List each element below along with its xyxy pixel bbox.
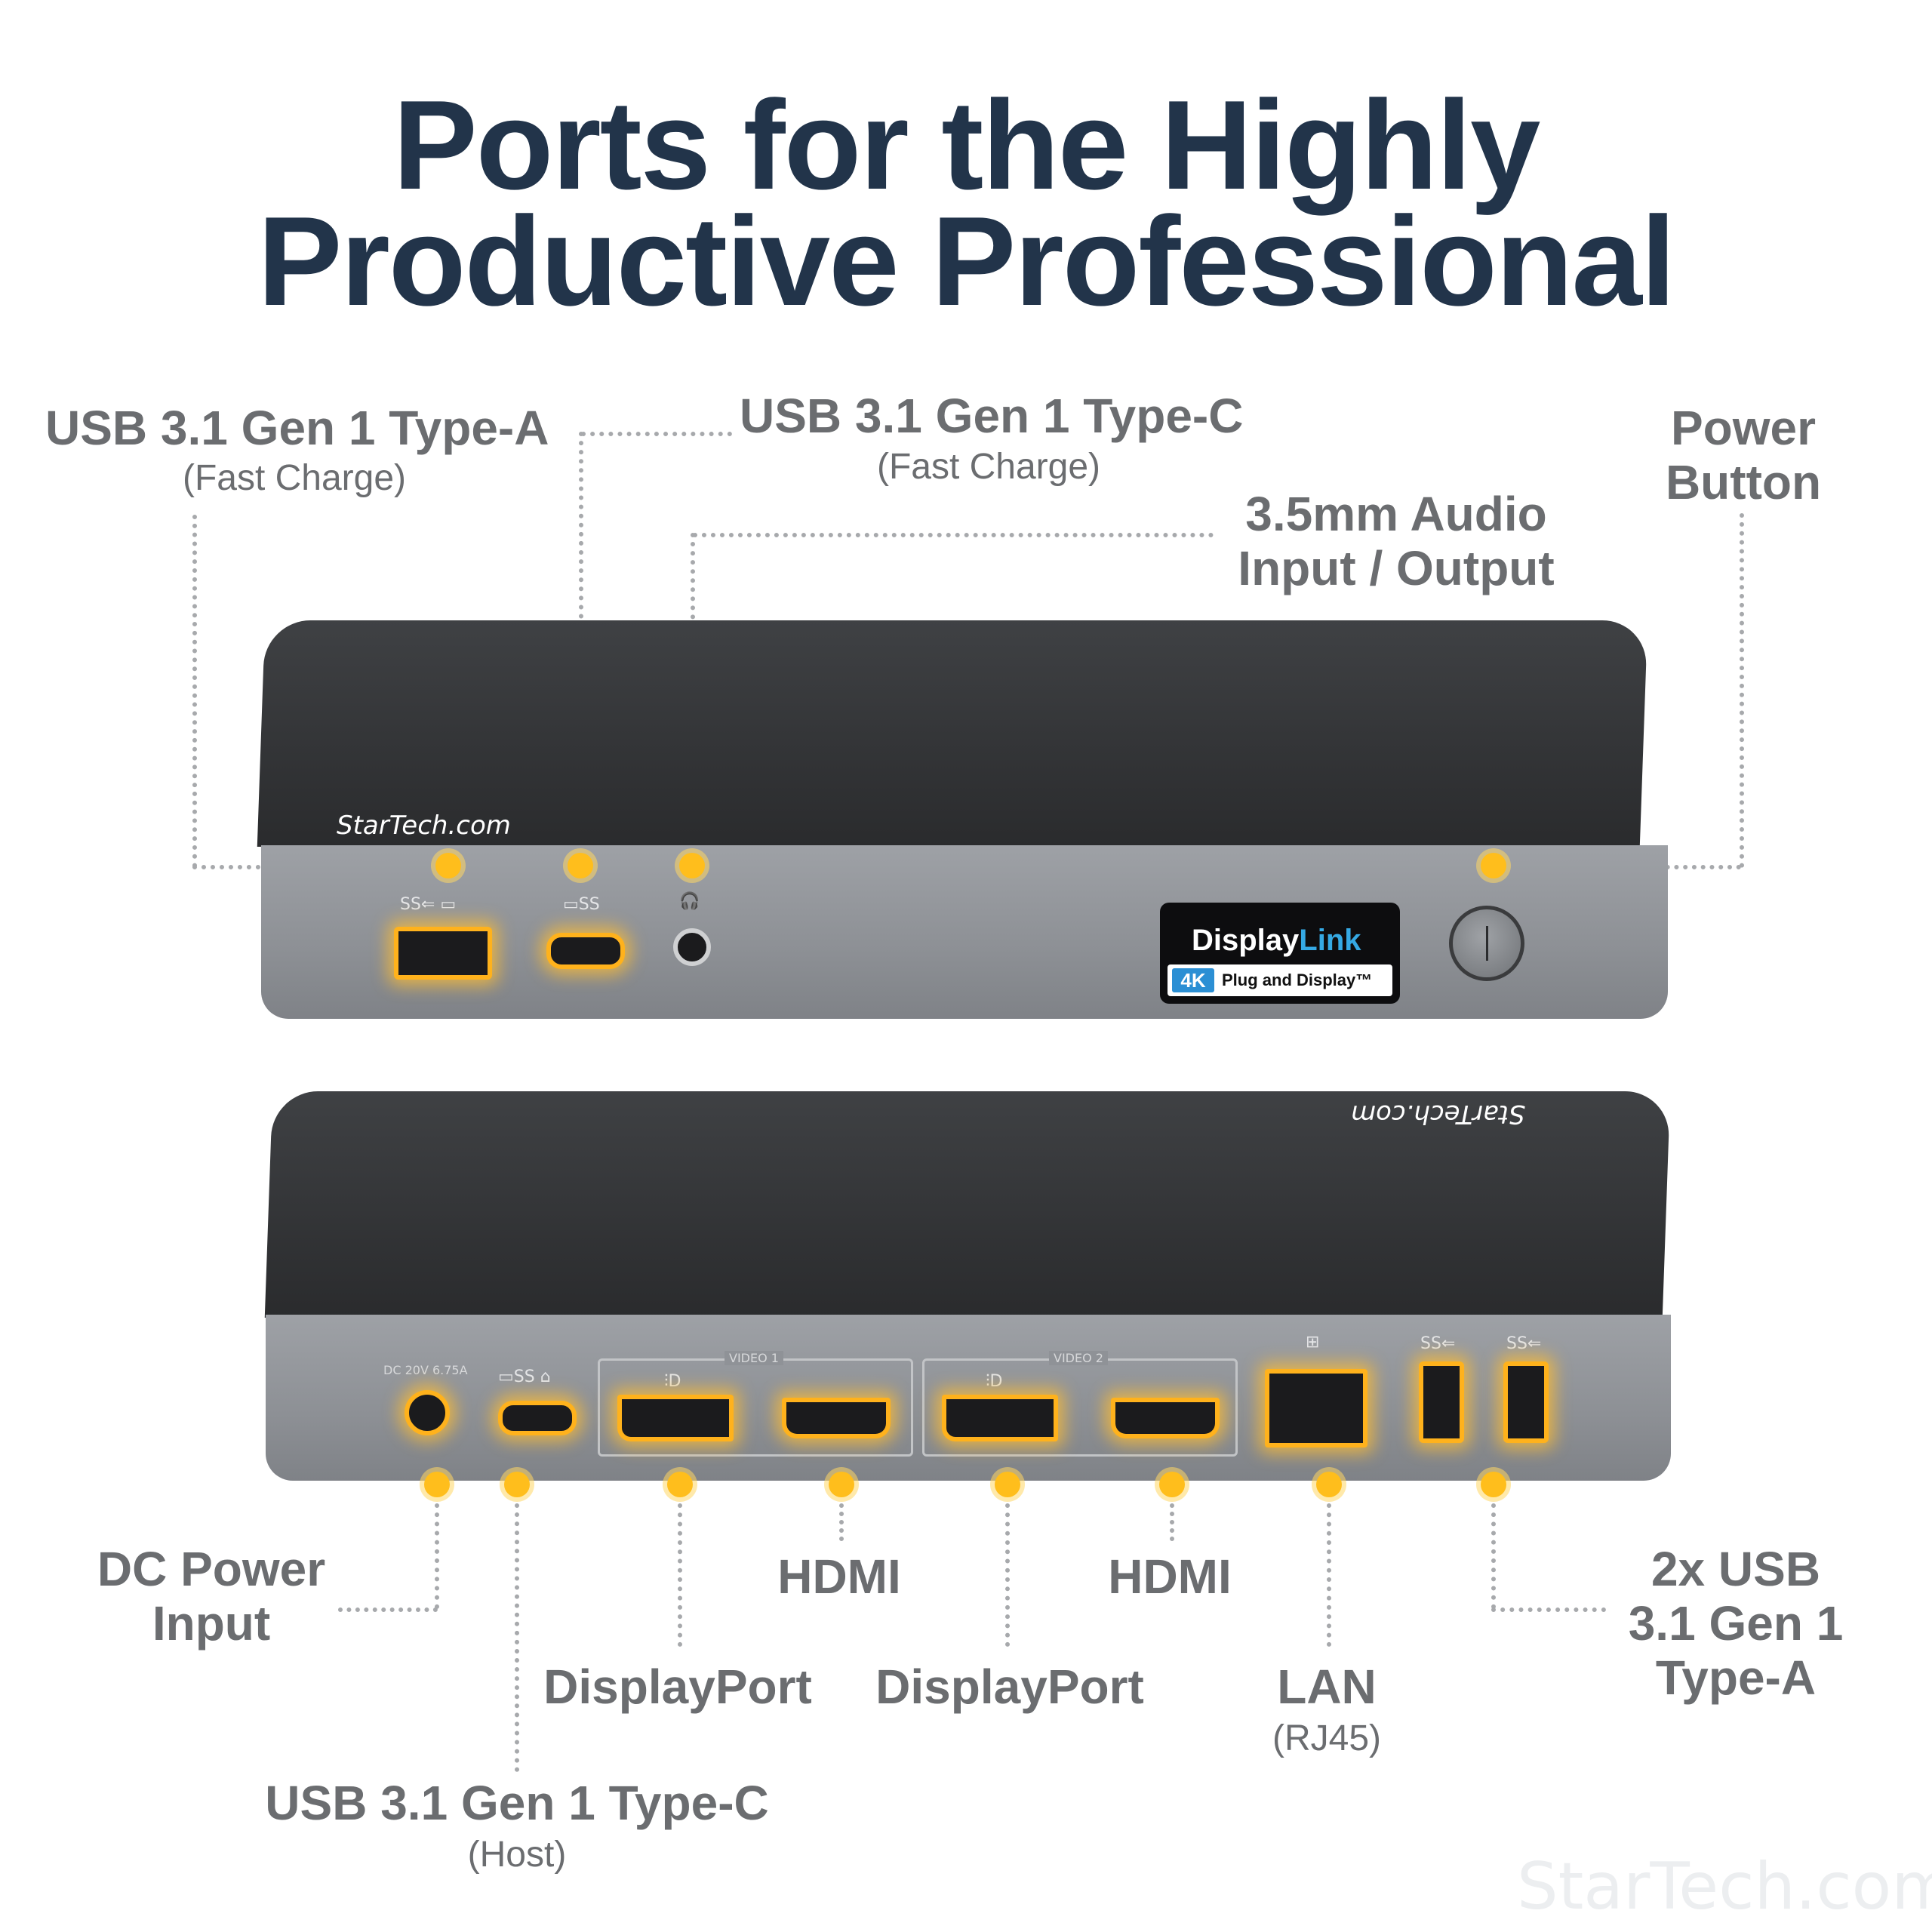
label-power-line-1: Power	[1670, 401, 1817, 455]
rear-usb-c-host-port	[498, 1401, 577, 1435]
front-brand-logo: StarTech.com	[337, 811, 511, 841]
usb-ss-icon: SS⇐	[1420, 1334, 1456, 1353]
label-usb-c-host-sub: (Host)	[467, 1835, 567, 1875]
displaylink-name: DisplayLink	[1192, 924, 1361, 958]
leader-hdmi2-vertical	[1170, 1503, 1174, 1541]
usb-ss-icon: ▭SS ⌂	[498, 1367, 551, 1386]
label-usb-rear-line-3: Type-A	[1655, 1651, 1817, 1705]
leader-dp2-vertical	[1005, 1503, 1010, 1647]
displayport-icon: ⫶D	[664, 1372, 681, 1391]
leader-dp1-vertical	[678, 1503, 682, 1647]
label-dc-line-1: DC Power	[97, 1542, 326, 1596]
leader-dc-vertical	[435, 1503, 439, 1609]
marker-dot	[1481, 853, 1506, 878]
marker-dot	[1316, 1472, 1342, 1497]
usb-ss-icon: ▭SS	[563, 895, 600, 914]
label-hdmi-2: HDMI	[1108, 1549, 1232, 1604]
headline-line-1: Ports for the Highly	[392, 74, 1541, 216]
label-audio-line-2: Input / Output	[1238, 541, 1555, 595]
marker-dot	[424, 1472, 450, 1497]
rear-hdmi-1	[782, 1398, 891, 1438]
power-button[interactable]	[1449, 906, 1524, 981]
marker-dot	[1481, 1472, 1506, 1497]
video-2-label: VIDEO 2	[1049, 1351, 1108, 1365]
leader-usb-rear-horizontal	[1491, 1607, 1606, 1612]
rear-usb-a-port-1	[1419, 1361, 1464, 1443]
marker-dot	[995, 1472, 1020, 1497]
label-dc-line-2: Input	[152, 1596, 271, 1651]
displaylink-4k: 4K	[1172, 968, 1214, 992]
marker-dot	[679, 853, 705, 878]
displayport-icon: ⫶D	[986, 1372, 1003, 1391]
marker-dot	[829, 1472, 854, 1497]
label-usb-rear-line-1: 2x USB	[1651, 1542, 1821, 1596]
displaylink-badge: DisplayLink 4K Plug and Display™	[1160, 903, 1400, 1004]
label-usb-c-fast-charge: USB 3.1 Gen 1 Type-C	[740, 389, 1244, 443]
rear-displayport-1	[617, 1395, 734, 1441]
marker-dot	[568, 853, 593, 878]
marker-dot	[1159, 1472, 1185, 1497]
label-displayport-2: DisplayPort	[875, 1660, 1144, 1714]
leader-dc-horizontal	[338, 1607, 438, 1612]
dc-rating-label: DC 20V 6.75A	[383, 1363, 468, 1377]
leader-hdmi1-vertical	[839, 1503, 844, 1541]
rear-hdmi-2	[1111, 1398, 1220, 1438]
front-usb-a-port	[394, 927, 492, 980]
rear-usb-a-port-2	[1503, 1361, 1549, 1443]
front-usb-c-port	[546, 933, 625, 969]
rear-dc-jack	[405, 1390, 450, 1435]
label-lan-sub: (RJ45)	[1272, 1718, 1382, 1758]
label-usb-a-sub: (Fast Charge)	[182, 458, 407, 498]
rear-displayport-2	[942, 1395, 1058, 1441]
headphone-icon: 🎧	[679, 892, 700, 911]
leader-power-vertical	[1740, 513, 1744, 868]
leader-usb-a-vertical	[192, 515, 197, 868]
displaylink-name-a: Display	[1192, 924, 1300, 957]
label-power-line-2: Button	[1665, 455, 1822, 509]
leader-lan-vertical	[1327, 1503, 1331, 1647]
label-lan: LAN	[1277, 1660, 1377, 1714]
front-audio-jack	[673, 928, 711, 966]
label-audio-line-1: 3.5mm Audio	[1245, 487, 1547, 541]
leader-usb-rear-vertical	[1491, 1503, 1496, 1609]
startech-watermark: StarTech.com	[1517, 1849, 1932, 1924]
label-usb-a-fast-charge: USB 3.1 Gen 1 Type-A	[45, 401, 549, 455]
rear-lan-port	[1265, 1369, 1367, 1447]
label-hdmi-1: HDMI	[777, 1549, 901, 1604]
label-displayport-1: DisplayPort	[543, 1660, 812, 1714]
rear-brand-logo: StarTech.com	[1351, 1099, 1525, 1129]
leader-audio-horizontal	[693, 533, 1214, 537]
leader-host-vertical	[515, 1503, 519, 1772]
marker-dot	[504, 1472, 530, 1497]
label-usb-c-host: USB 3.1 Gen 1 Type-C	[265, 1776, 769, 1830]
marker-dot	[667, 1472, 693, 1497]
video-1-label: VIDEO 1	[724, 1351, 783, 1365]
usb-ss-icon: SS⇐	[1506, 1334, 1542, 1353]
label-usb-rear-line-2: 3.1 Gen 1	[1628, 1596, 1844, 1651]
marker-dot	[435, 853, 461, 878]
network-icon: ⊞	[1306, 1333, 1320, 1352]
leader-usb-c-horizontal	[581, 432, 732, 436]
displaylink-tagline: Plug and Display™	[1222, 971, 1373, 989]
front-dock-face	[261, 845, 1668, 1019]
displaylink-name-b: Link	[1299, 924, 1361, 957]
usb-ss-icon: SS⇐ ▭	[400, 895, 457, 914]
displaylink-strip: 4K Plug and Display™	[1168, 964, 1392, 996]
headline-line-2: Productive Professional	[257, 190, 1675, 332]
label-usb-c-sub: (Fast Charge)	[876, 447, 1101, 487]
